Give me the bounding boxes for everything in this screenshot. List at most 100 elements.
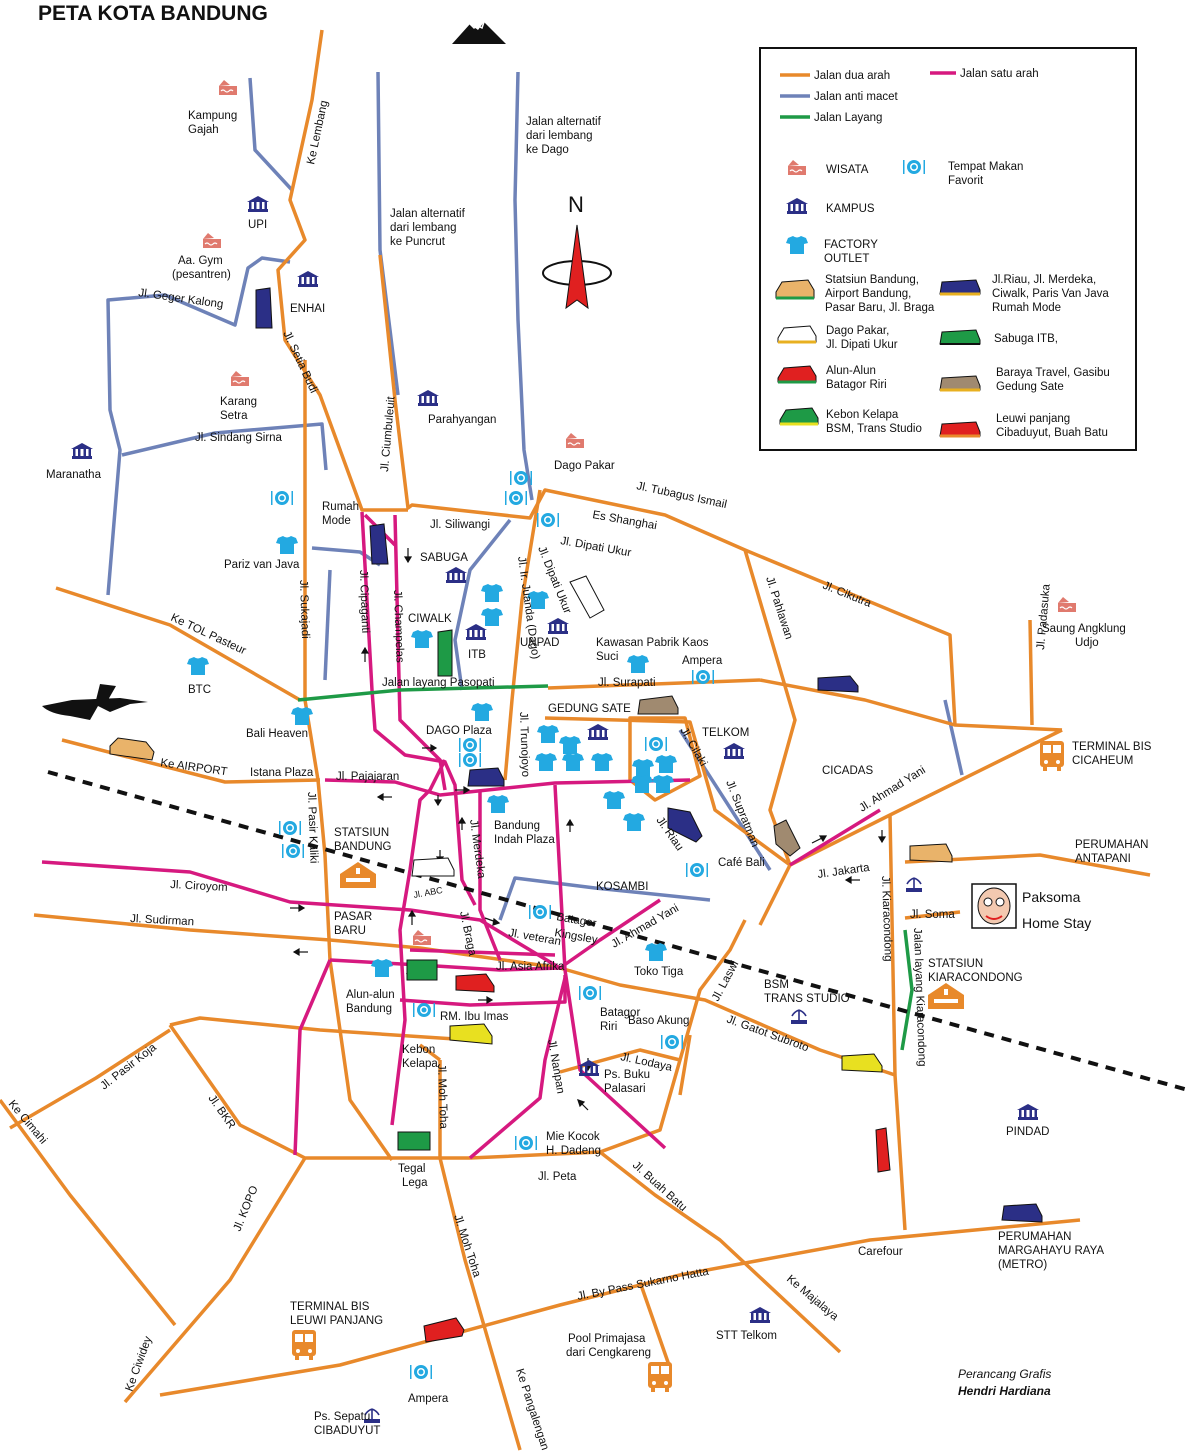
kampus-icon <box>297 271 319 287</box>
factory-outlet-icon <box>371 959 393 977</box>
label-pasir-kaliki: Jl. Pasir Kaliki <box>305 792 319 864</box>
label-margahayu-2: MARGAHAYU RAYA <box>998 1245 1104 1257</box>
alun-alun-square <box>406 959 438 981</box>
airplane-icon <box>42 684 148 720</box>
label-kaos-1: Kawasan Pabrik Kaos <box>596 637 709 649</box>
train-station-icon <box>928 983 964 1009</box>
label-setia-budi: Jl. Setia Budi <box>280 329 319 395</box>
label-enhai: ENHAI <box>290 303 325 315</box>
bus-terminal-icon <box>292 1330 316 1360</box>
label-layang-kc: Jalan layang Kiaracondong <box>911 928 928 1067</box>
factory-outlet-icon <box>537 725 559 743</box>
factory-outlet-icon <box>471 703 493 721</box>
legend-van2-2: Ciwalk, Paris Van Java <box>992 288 1109 300</box>
legend-factory-2: OUTLET <box>824 253 869 265</box>
kampus-icon <box>445 567 467 583</box>
legend-van6-1: Baraya Travel, Gasibu <box>996 367 1110 379</box>
label-cibaduyut-1: Ps. Sepatu <box>314 1411 370 1423</box>
label-antapani-2: ANTAPANI <box>1075 853 1131 865</box>
label-bip-1: Bandung <box>494 820 540 832</box>
label-tegal-2: Lega <box>402 1177 428 1189</box>
food-icon <box>282 844 304 858</box>
label-bip-2: Indah Plaza <box>494 834 555 846</box>
train-station-icon <box>340 862 376 888</box>
legend-van7-2: BSM, Trans Studio <box>826 423 922 435</box>
label-paksoma-1: Paksoma <box>1022 889 1081 905</box>
factory-outlet-icon <box>623 813 645 831</box>
label-cikutra: Jl. Cikutra <box>821 580 873 611</box>
label-merdeka: Jl. Merdeka <box>467 819 487 880</box>
label-tegal-1: Tegal <box>398 1163 426 1175</box>
mountain-icon <box>452 22 506 44</box>
label-buku-2: Palasari <box>604 1083 646 1095</box>
label-pasar-baru-1: PASAR <box>334 911 372 923</box>
label-dago-pakar: Dago Pakar <box>554 460 615 472</box>
label-pool-1: Pool Primajasa <box>568 1333 646 1345</box>
label-abc: Jl. ABC <box>413 885 444 900</box>
shuttle-vans <box>109 287 1043 1343</box>
label-aa-gym-1: Aa. Gym <box>178 255 223 267</box>
label-alt-puncrut-2: dari lembang <box>390 222 456 234</box>
label-alt-dago-2: dari lembang <box>526 130 592 142</box>
legend-van8-1: Leuwi panjang <box>996 413 1070 425</box>
legend-van1-1: Statsiun Bandung, <box>825 274 919 286</box>
label-pasir-koja: Jl. Pasir Koja <box>98 1041 159 1092</box>
food-icon <box>459 738 481 752</box>
label-kebon-2: Kelapa <box>402 1058 438 1070</box>
legend-van2-3: Rumah Mode <box>992 302 1061 314</box>
map-title: PETA KOTA BANDUNG <box>38 2 268 25</box>
legend-kampus: KAMPUS <box>826 203 875 215</box>
label-antapani-1: PERUMAHAN <box>1075 839 1148 851</box>
food-icon <box>537 513 559 527</box>
label-ciumbuleuit: Jl. Ciumbuleuit <box>379 395 398 472</box>
legend-two-way: Jalan dua arah <box>814 70 890 82</box>
kampus-icon <box>71 443 93 459</box>
legend-van8-2: Cibaduyut, Buah Batu <box>996 427 1108 439</box>
food-icon <box>271 491 293 505</box>
label-kampung-gajah-2: Gajah <box>188 124 219 136</box>
label-nanpan: Jl. Nanpan <box>545 1038 566 1094</box>
label-kosambi: KOSAMBI <box>596 881 648 893</box>
label-cafe-bali: Café Bali <box>718 857 765 869</box>
label-saung-2: Udjo <box>1075 637 1099 649</box>
label-trunojoyo: Jl. Trunojoyo <box>517 712 531 778</box>
label-surapati: Jl. Surapati <box>598 677 656 689</box>
kampus-icon <box>723 743 745 759</box>
credit-name: Hendri Hardiana <box>958 1384 1051 1398</box>
label-ampera-2: Ampera <box>408 1393 449 1405</box>
label-padasuka: Jl. Padasuka <box>1035 583 1053 650</box>
label-bsm-2: TRANS STUDIO <box>764 993 850 1005</box>
label-buku-1: Ps. Buku <box>604 1069 650 1081</box>
food-icon <box>645 737 667 751</box>
food-icon <box>410 1365 432 1379</box>
label-dago-plaza: DAGO Plaza <box>426 725 492 737</box>
label-leuwi-2: LEUWI PANJANG <box>290 1315 383 1327</box>
legend-van3-1: Dago Pakar, <box>826 325 889 337</box>
label-mie-1: Mie Kocok <box>546 1131 600 1143</box>
factory-outlet-icon <box>632 759 654 777</box>
svg-text:N: N <box>568 192 584 217</box>
label-sabuga: SABUGA <box>420 552 468 564</box>
factory-outlet-icon <box>627 655 649 673</box>
label-alt-dago-1: Jalan alternatif <box>526 116 602 128</box>
label-kiaracondong: Jl. Kiaracondong <box>879 876 894 962</box>
legend-layang: Jalan Layang <box>814 112 882 124</box>
factory-outlet-icon <box>187 657 209 675</box>
label-dipati-ukur: Jl. Dipati Ukur <box>559 535 632 559</box>
label-laswi: Jl. Laswi <box>710 959 741 1004</box>
label-sukajadi: Jl. Sukajadi <box>297 580 311 639</box>
label-ibu-imas: RM. Ibu Imas <box>440 1011 509 1023</box>
label-kaos-2: Suci <box>596 651 618 663</box>
label-karang-setra-1: Karang <box>220 396 257 408</box>
factory-outlet-icon <box>481 608 503 626</box>
bus-terminal-icon <box>648 1362 672 1392</box>
label-alun-1: Alun-alun <box>346 989 395 1001</box>
label-jakarta: Jl. Jakarta <box>817 862 871 881</box>
label-kopo: Jl. KOPO <box>232 1184 261 1233</box>
kampus-icon <box>749 1307 771 1323</box>
map-legend: Jalan dua arah Jalan satu arah Jalan ant… <box>759 47 1137 451</box>
label-carefour: Carefour <box>858 1246 903 1258</box>
label-mie-2: H. Dadeng <box>546 1145 601 1157</box>
label-peta: Jl. Peta <box>538 1171 577 1183</box>
label-batagor-r-2: Riri <box>600 1021 617 1033</box>
